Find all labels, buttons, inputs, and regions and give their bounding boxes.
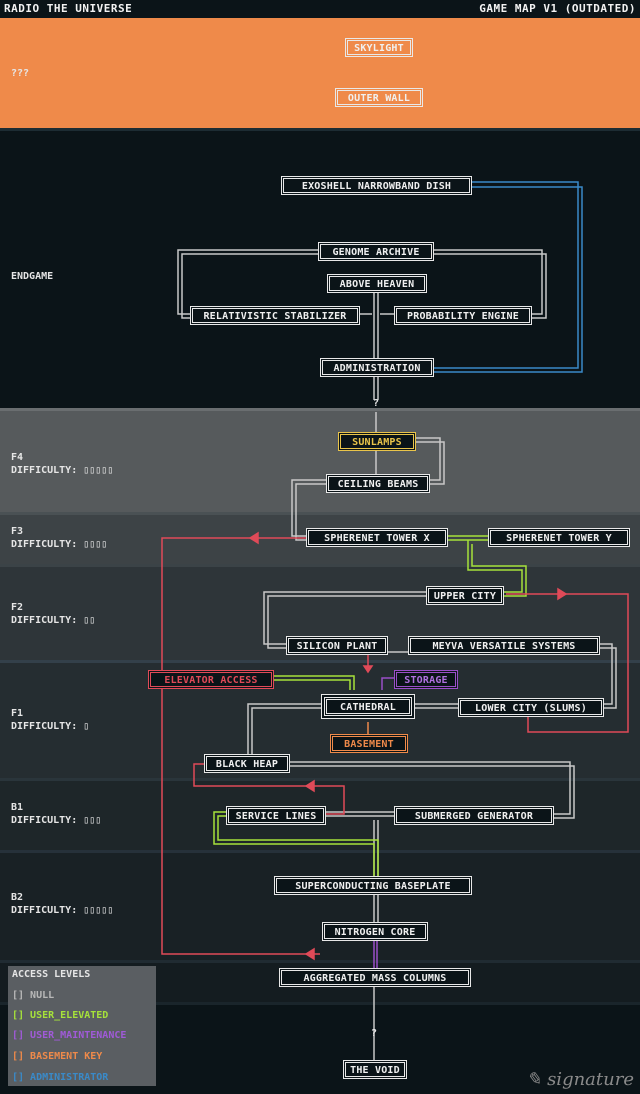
access-levels-legend: ACCESS LEVELS [] NULL [] USER_ELEVATED […: [8, 966, 156, 1086]
zone-name: B1: [11, 802, 24, 813]
user-maintenance-routes: [373, 677, 396, 970]
node-administration[interactable]: ADMINISTRATION: [321, 359, 433, 376]
node-the-void[interactable]: THE VOID: [344, 1061, 406, 1078]
node-skylight[interactable]: SKYLIGHT: [346, 39, 412, 56]
zone-band-b2: [0, 850, 640, 960]
zone-name: F3: [11, 526, 24, 537]
zone-name: F4: [11, 452, 24, 463]
node-elevator-access[interactable]: ELEVATOR ACCESS: [149, 671, 273, 688]
node-probability-engine[interactable]: PROBABILITY ENGINE: [395, 307, 531, 324]
node-superconducting-baseplate[interactable]: SUPERCONDUCTING BASEPLATE: [275, 877, 471, 894]
node-nitrogen-core[interactable]: NITROGEN CORE: [323, 923, 427, 940]
legend-item-user-elevated: [] USER_ELEVATED: [12, 1010, 109, 1021]
node-service-lines[interactable]: SERVICE LINES: [227, 807, 325, 824]
zone-label-endgame: ENDGAME: [11, 271, 54, 282]
zone-band-endgame: [0, 128, 640, 411]
node-relativistic-stabilizer[interactable]: RELATIVISTIC STABILIZER: [191, 307, 359, 324]
node-above-heaven[interactable]: ABOVE HEAVEN: [328, 275, 426, 292]
restricted-routes: [161, 531, 629, 961]
zone-band-unknown: [0, 18, 640, 128]
node-cathedral[interactable]: CATHEDRAL: [325, 698, 411, 715]
node-exoshell-narrowband-dish[interactable]: EXOSHELL NARROWBAND DISH: [282, 177, 471, 194]
legend-item-null: [] NULL: [12, 990, 55, 1001]
title-bar: [0, 0, 640, 18]
node-black-heap[interactable]: BLACK HEAP: [205, 755, 289, 772]
zone-difficulty: DIFFICULTY: ▯▯▯: [11, 815, 102, 826]
node-sunlamps[interactable]: SUNLAMPS: [339, 433, 415, 450]
artist-signature: ✎ signature: [526, 1069, 634, 1090]
zone-difficulty: DIFFICULTY: ▯: [11, 721, 90, 732]
node-spherenet-tower-x[interactable]: SPHERENET TOWER X: [307, 529, 447, 546]
node-meyva-versatile-systems[interactable]: MEYVA VERSATILE SYSTEMS: [409, 637, 599, 654]
unknown-link-marker: ?: [373, 398, 380, 409]
map-version-title: GAME MAP V1 (OUTDATED): [479, 2, 636, 15]
administrator-route: [432, 181, 583, 373]
legend-item-administrator: [] ADMINISTRATOR: [12, 1072, 109, 1083]
unknown-link-marker: ?: [371, 1028, 378, 1039]
zone-difficulty: DIFFICULTY: ▯▯▯▯: [11, 539, 108, 550]
zone-name: F1: [11, 708, 24, 719]
game-title: RADIO THE UNIVERSE: [4, 2, 133, 15]
node-aggregated-mass-columns[interactable]: AGGREGATED MASS COLUMNS: [280, 969, 470, 986]
zone-difficulty: DIFFICULTY: ▯▯▯▯▯: [11, 905, 114, 916]
zone-name: B2: [11, 892, 24, 903]
legend-item-basement-key: [] BASEMENT KEY: [12, 1051, 103, 1062]
node-basement[interactable]: BASEMENT: [331, 735, 407, 752]
node-submerged-generator[interactable]: SUBMERGED GENERATOR: [395, 807, 553, 824]
node-spherenet-tower-y[interactable]: SPHERENET TOWER Y: [489, 529, 629, 546]
legend-item-user-maintenance: [] USER_MAINTENANCE: [12, 1030, 127, 1041]
null-routes: [177, 249, 617, 1060]
zone-name: F2: [11, 602, 24, 613]
node-ceiling-beams[interactable]: CEILING BEAMS: [327, 475, 429, 492]
node-storage[interactable]: STORAGE: [395, 671, 457, 688]
node-silicon-plant[interactable]: SILICON PLANT: [287, 637, 387, 654]
zone-difficulty: DIFFICULTY: ▯▯▯▯▯: [11, 465, 114, 476]
legend-title: ACCESS LEVELS: [12, 969, 91, 980]
node-upper-city[interactable]: UPPER CITY: [427, 587, 503, 604]
zone-difficulty: DIFFICULTY: ▯▯: [11, 615, 96, 626]
zone-label-unknown: ???: [11, 68, 30, 79]
zone-band-f4: [0, 408, 640, 512]
node-outer-wall[interactable]: OUTER WALL: [336, 89, 422, 106]
node-genome-archive[interactable]: GENOME ARCHIVE: [319, 243, 433, 260]
node-lower-city-slums[interactable]: LOWER CITY (SLUMS): [459, 699, 603, 716]
